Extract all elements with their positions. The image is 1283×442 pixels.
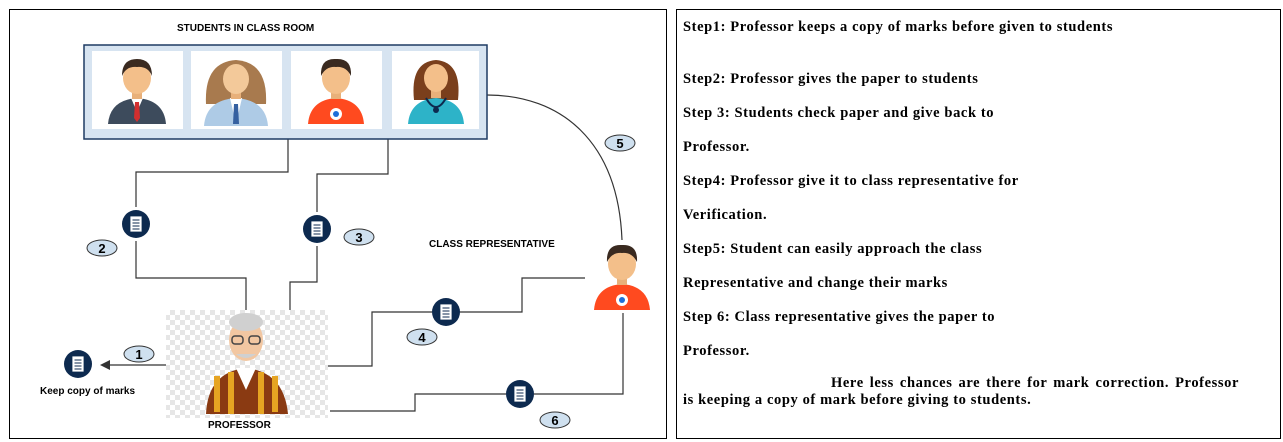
connector-step4 xyxy=(328,311,432,367)
connector-step5 xyxy=(486,94,623,241)
step-4-text: Step4: Professor give it to class repres… xyxy=(683,173,1019,189)
svg-text:1: 1 xyxy=(135,347,142,362)
step-6-continued: Professor. xyxy=(683,343,750,359)
connector-step6 xyxy=(330,393,506,412)
svg-text:4: 4 xyxy=(418,330,426,345)
connector-step6-right xyxy=(534,313,624,395)
step-5-continued: Representative and change their marks xyxy=(683,275,948,291)
student-female-blonde-icon xyxy=(204,60,268,126)
steps-panel: Step1: Professor keeps a copy of marks b… xyxy=(676,9,1281,439)
document-icon xyxy=(121,209,151,239)
connector-step3 xyxy=(316,139,389,212)
professor-icon xyxy=(166,310,328,418)
svg-text:3: 3 xyxy=(355,230,362,245)
step-6-text: Step 6: Class representative gives the p… xyxy=(683,309,996,325)
step-2-text: Step2: Professor gives the paper to stud… xyxy=(683,71,979,87)
arrow-keep-copy xyxy=(100,360,166,370)
student-boy-orange-icon xyxy=(308,58,364,124)
connector-step4-right xyxy=(460,277,585,313)
svg-text:6: 6 xyxy=(551,413,558,428)
step-badge-1: 1 xyxy=(123,345,155,363)
step-5-text: Step5: Student can easily approach the c… xyxy=(683,241,983,257)
connector-lines xyxy=(135,94,624,412)
step-3-text: Step 3: Students check paper and give ba… xyxy=(683,105,995,121)
summary-note: Here less chances are there for mark cor… xyxy=(683,375,1239,408)
document-icon xyxy=(431,297,461,327)
class-representative-icon xyxy=(594,244,650,310)
step-badge-3: 3 xyxy=(343,228,375,246)
step-1-text: Step1: Professor keeps a copy of marks b… xyxy=(683,19,1114,35)
connector-step2 xyxy=(135,139,289,207)
step-badge-5: 5 xyxy=(604,134,636,152)
keep-copy-label: Keep copy of marks xyxy=(40,386,136,397)
step-badge-2: 2 xyxy=(86,239,118,257)
professor-label: PROFESSOR xyxy=(208,420,271,431)
step-3-continued: Professor. xyxy=(683,139,750,155)
step-badge-4: 4 xyxy=(406,328,438,346)
connector-step3-lower xyxy=(289,246,318,310)
step-badges: 1 2 3 4 5 6 xyxy=(86,134,636,429)
step-badge-6: 6 xyxy=(539,411,571,429)
student-male-tie-icon xyxy=(108,59,166,124)
students-title: STUDENTS IN CLASS ROOM xyxy=(177,23,315,34)
document-icon xyxy=(505,379,535,409)
class-rep-label: CLASS REPRESENTATIVE xyxy=(429,239,555,250)
student-girl-teal-icon xyxy=(408,60,464,124)
document-icon xyxy=(302,214,332,244)
svg-text:2: 2 xyxy=(98,241,105,256)
document-icon xyxy=(63,349,93,379)
step-4-continued: Verification. xyxy=(683,207,768,223)
svg-text:5: 5 xyxy=(616,136,623,151)
connector-step2-lower xyxy=(135,241,247,310)
